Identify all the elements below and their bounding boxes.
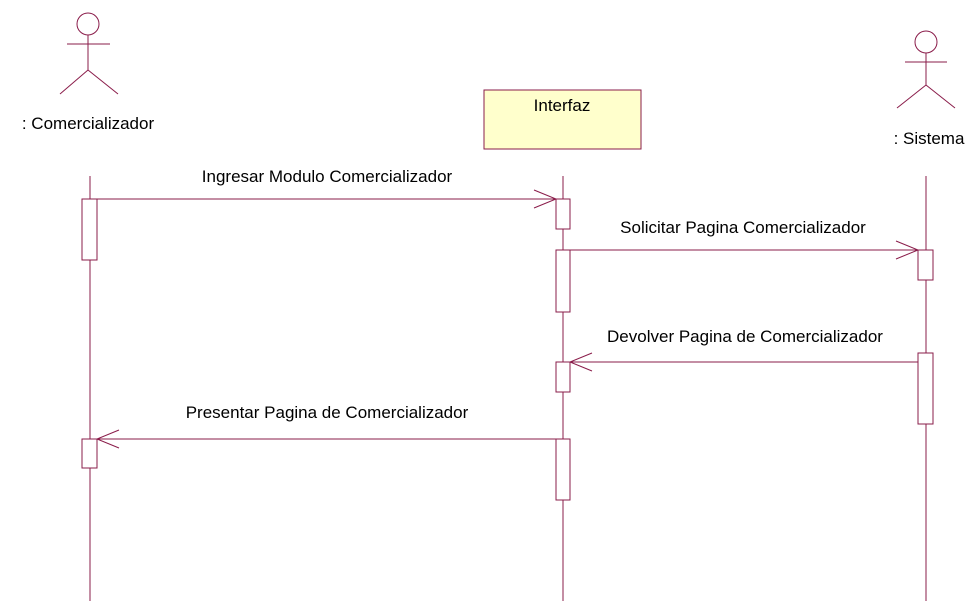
activation-interfaz-1 (555, 198, 571, 230)
message-arrow-4 (95, 429, 556, 449)
activation-interfaz-2 (555, 249, 571, 313)
activation-comercializador-1 (81, 198, 98, 261)
activation-interfaz-3 (555, 361, 571, 393)
activation-sistema-1 (917, 249, 934, 281)
interfaz-object-label: Interfaz (534, 96, 591, 115)
activation-comercializador-2 (81, 438, 98, 469)
actor-sistema-icon (896, 30, 956, 109)
activation-interfaz-4 (555, 438, 571, 501)
message-arrow-3 (568, 352, 918, 372)
interfaz-object-box (483, 89, 642, 150)
message-label-3: Devolver Pagina de Comercializador (607, 327, 883, 346)
actor-comercializador-label: : Comercializador (22, 114, 155, 133)
message-label-1: Ingresar Modulo Comercializador (202, 167, 453, 186)
actor-comercializador-icon (59, 12, 119, 95)
message-label-4: Presentar Pagina de Comercializador (186, 403, 469, 422)
message-arrow-1 (97, 189, 558, 209)
activation-sistema-2 (917, 352, 934, 425)
actor-sistema-label: : Sistema (894, 129, 965, 148)
message-arrow-2 (570, 240, 920, 260)
message-label-2: Solicitar Pagina Comercializador (620, 218, 866, 237)
